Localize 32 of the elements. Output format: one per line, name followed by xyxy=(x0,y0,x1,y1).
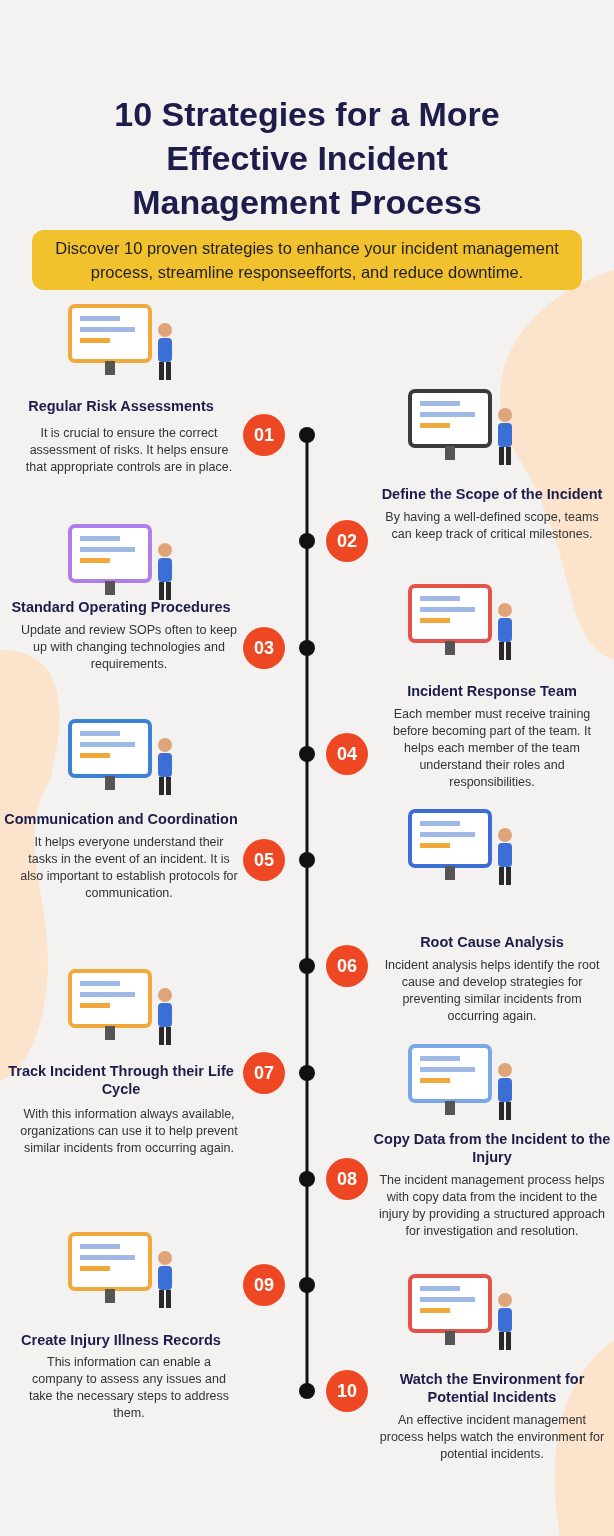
step-heading: Root Cause Analysis xyxy=(419,933,565,951)
step-number: 09 xyxy=(243,1264,285,1306)
step-description: It helps everyone understand their tasks in the event of an incident. It is also important to establish protocols for communication. xyxy=(20,834,238,902)
step-number: 03 xyxy=(243,627,285,669)
step-heading: Copy Data from the Incident to the Injury xyxy=(372,1130,612,1166)
step-number: 05 xyxy=(243,839,285,881)
step-number: 08 xyxy=(326,1158,368,1200)
step-description: Incident analysis helps identify the root cause and develop strategies for preventing similar incidents from occurring again. xyxy=(383,957,601,1025)
step-number: 07 xyxy=(243,1052,285,1094)
subtitle-banner: Discover 10 proven strategies to enhance your incident management process, streamline responseefforts, and reduce downtime. xyxy=(32,230,582,290)
step-heading: Communication and Coordination xyxy=(3,810,239,828)
step-description: This information can enable a company to assess any issues and take the necessary steps to address them. xyxy=(27,1354,231,1422)
step-number: 06 xyxy=(326,945,368,987)
step-description: Each member must receive training before becoming part of the team. It helps each member of the team understand their roles and responsibilities. xyxy=(392,706,592,791)
step-heading: Incident Response Team xyxy=(406,682,578,700)
step-number: 10 xyxy=(326,1370,368,1412)
step-description: Update and review SOPs often to keep up with changing technologies and requirements. xyxy=(20,622,238,673)
step-number: 01 xyxy=(243,414,285,456)
step-heading: Track Incident Through their Life Cycle xyxy=(7,1062,235,1098)
step-heading: Watch the Environment for Potential Incidents xyxy=(398,1370,586,1406)
step-heading: Define the Scope of the Incident xyxy=(380,485,604,503)
step-description: It is crucial to ensure the correct assessment of risks. It helps ensure that appropriate controls are in place. xyxy=(24,425,234,476)
step-number: 04 xyxy=(326,733,368,775)
step-description: An effective incident management process helps watch the environment for potential incidents. xyxy=(378,1412,606,1463)
step-heading: Regular Risk Assessments xyxy=(27,397,215,415)
title: 10 Strategies for a More Effective Incident Management Process xyxy=(113,94,501,223)
step-description: By having a well-defined scope, teams can keep track of critical milestones. xyxy=(384,509,600,543)
step-heading: Create Injury Illness Records xyxy=(20,1331,222,1349)
step-number: 02 xyxy=(326,520,368,562)
step-description: With this information always available, organizations can use it to help prevent similar incidents from occurring again. xyxy=(20,1106,238,1157)
step-heading: Standard Operating Procedures xyxy=(10,598,232,616)
step-description: The incident management process helps with copy data from the incident to the injury by providing a structured approach for investigation and resolution. xyxy=(378,1172,606,1240)
